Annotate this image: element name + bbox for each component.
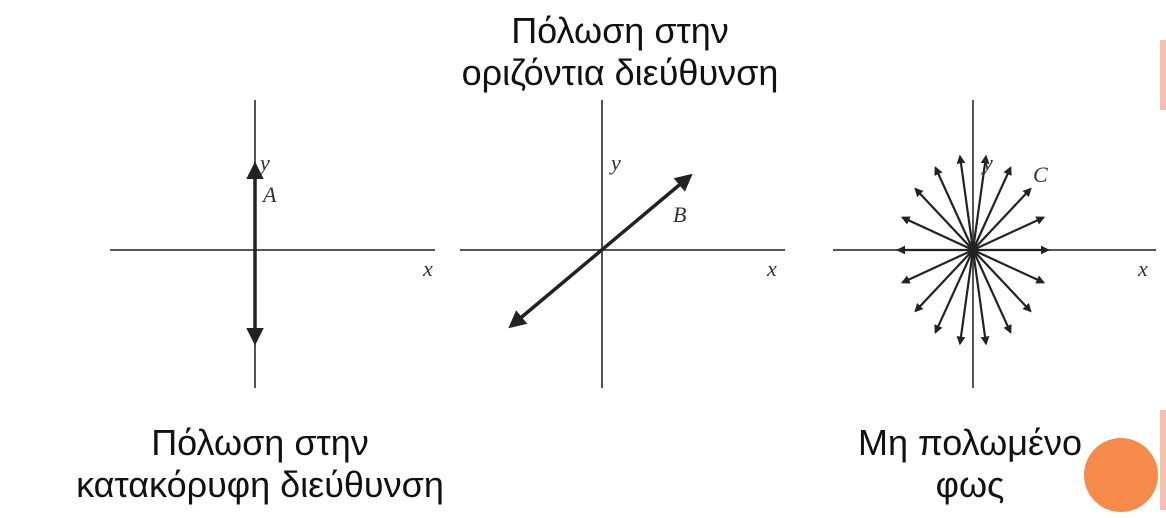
caption-line: κατακόρυφη διεύθυνση xyxy=(76,464,444,505)
radial-vector xyxy=(900,249,974,284)
side-accent-bar-bottom xyxy=(1160,410,1166,510)
radial-vector xyxy=(956,249,975,346)
radial-vector xyxy=(914,187,974,251)
orange-dot-decoration xyxy=(1084,438,1158,512)
caption-unpolarized-light: Μη πολωμένο φως xyxy=(790,422,1150,506)
radial-vector xyxy=(900,216,974,251)
caption-line: Πόλωση στην xyxy=(151,422,369,463)
caption-line: οριζόντια διεύθυνση xyxy=(461,52,779,93)
vector-label: A xyxy=(261,182,277,207)
x-axis-label: x xyxy=(766,256,777,281)
y-axis-label: y xyxy=(258,150,270,175)
radial-vector xyxy=(914,249,974,313)
radial-vector xyxy=(972,216,1046,251)
diagram-horizontal-polarization: y x B xyxy=(460,100,785,388)
radial-vector xyxy=(971,249,1012,334)
radial-vector xyxy=(972,187,1032,251)
diagram-vertical-polarization: y x A xyxy=(110,100,435,388)
vector-label: B xyxy=(673,202,686,227)
x-axis-label: x xyxy=(422,256,433,281)
radial-vector xyxy=(971,166,1012,251)
caption-line: Πόλωση στην xyxy=(511,10,729,51)
polarization-vector xyxy=(508,173,693,329)
caption-vertical-polarization: Πόλωση στην κατακόρυφη διεύθυνση xyxy=(0,422,520,506)
radial-vector xyxy=(972,249,1046,284)
y-axis-label: y xyxy=(609,150,621,175)
radial-vector xyxy=(972,249,1032,313)
radial-vector xyxy=(956,154,975,251)
radial-vector xyxy=(934,249,975,334)
radial-vector xyxy=(971,154,990,251)
radial-vector xyxy=(971,249,990,346)
radial-vector-group xyxy=(896,154,1050,346)
caption-horizontal-polarization: Πόλωση στην οριζόντια διεύθυνση xyxy=(400,10,840,94)
side-accent-bar-top xyxy=(1160,40,1166,110)
caption-line: φως xyxy=(935,464,1005,505)
diagram-unpolarized-light: y x C xyxy=(833,100,1156,388)
x-axis-label: x xyxy=(1137,256,1148,281)
vector-label: C xyxy=(1033,162,1048,187)
caption-line: Μη πολωμένο xyxy=(857,422,1083,463)
y-axis-label: y xyxy=(981,150,993,175)
radial-vector xyxy=(934,166,975,251)
